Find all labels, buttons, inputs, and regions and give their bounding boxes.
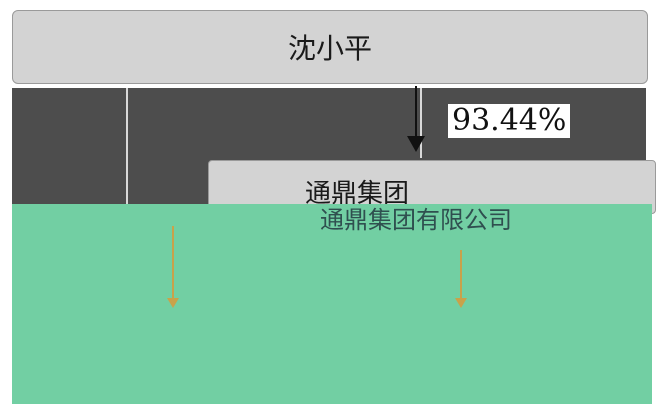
top-person-node: 沈小平 <box>12 10 648 84</box>
green-overlay <box>12 204 652 404</box>
ownership-percentage: 93.44% <box>448 104 571 138</box>
ownership-arrow-shaft <box>415 86 417 138</box>
green-title: 通鼎集团有限公司 <box>320 206 512 234</box>
arrow-down-icon <box>407 136 425 152</box>
left-branch-line <box>172 226 174 298</box>
top-person-name: 沈小平 <box>287 32 372 65</box>
right-branch-line <box>460 250 462 298</box>
band-divider-right <box>420 88 422 158</box>
band-divider-left <box>126 88 128 206</box>
arrow-down-icon <box>455 298 467 308</box>
arrow-down-icon <box>167 298 179 308</box>
